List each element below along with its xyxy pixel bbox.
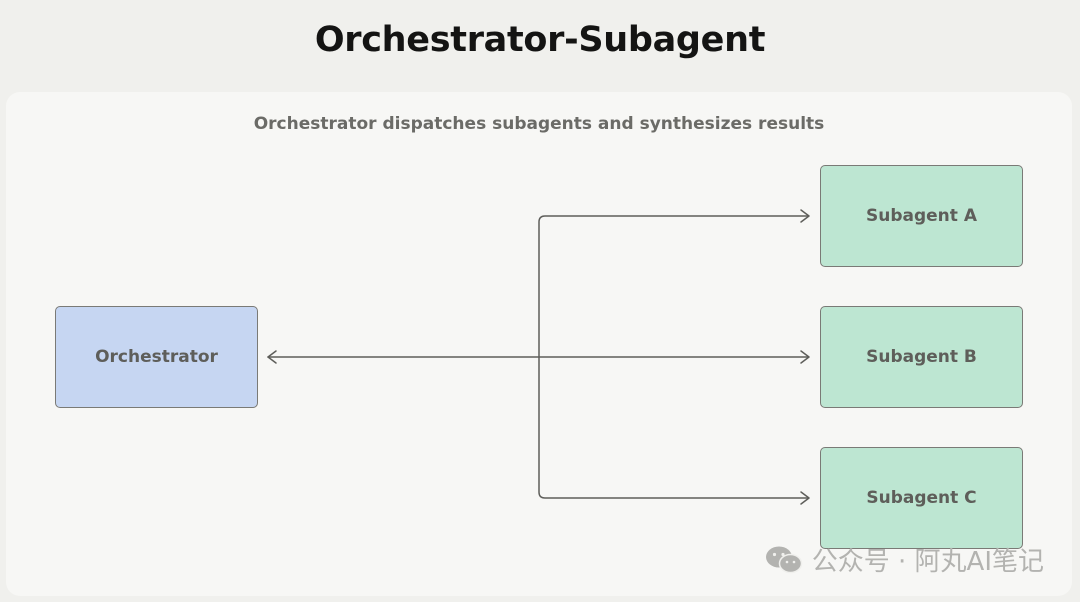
arrowhead-to-subagent-a: [800, 209, 810, 223]
page-title: Orchestrator-Subagent: [314, 20, 766, 60]
diagram-subtitle: Orchestrator dispatches subagents and sy…: [253, 114, 825, 134]
watermark: 公众号 · 阿丸AI笔记: [764, 541, 1044, 578]
orchestrator-label: Orchestrator: [95, 347, 218, 367]
arrowhead-to-subagent-c: [800, 491, 810, 505]
connector-branch-subagent-a: [538, 215, 809, 358]
connector-branch-subagent-c: [538, 356, 809, 499]
orchestrator-node: Orchestrator: [55, 306, 258, 408]
subagent-c-label: Subagent C: [866, 488, 977, 508]
arrowhead-to-orchestrator: [267, 350, 277, 364]
connector-lines: [267, 209, 810, 505]
watermark-text: 公众号 · 阿丸AI笔记: [811, 547, 1044, 577]
arrowhead-to-subagent-b: [800, 350, 810, 364]
subagent-b-label: Subagent B: [866, 347, 977, 367]
subagent-a-label: Subagent A: [866, 206, 977, 226]
subagent-a-node: Subagent A: [820, 165, 1023, 267]
diagram-panel: Orchestrator dispatches subagents and sy…: [6, 92, 1072, 596]
subagent-b-node: Subagent B: [820, 306, 1023, 408]
wechat-icon: [764, 544, 804, 576]
subagent-c-node: Subagent C: [820, 447, 1023, 549]
